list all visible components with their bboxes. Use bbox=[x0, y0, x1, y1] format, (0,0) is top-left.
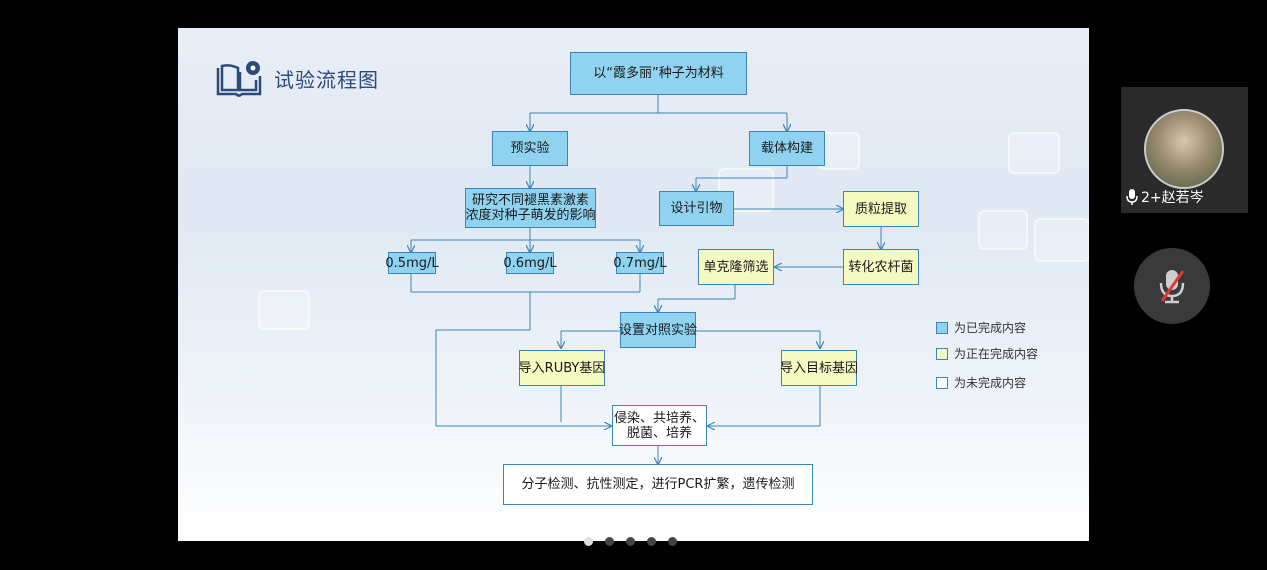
legend-item-done: 为已完成内容 bbox=[936, 319, 1026, 336]
decor-square bbox=[1008, 132, 1060, 174]
node-target-gene: 导入目标基因 bbox=[780, 350, 859, 386]
flowchart-connectors bbox=[178, 95, 1089, 541]
node-vector-construction: 载体构建 bbox=[749, 131, 825, 166]
node-clone-screening-label: 单克隆筛选 bbox=[703, 259, 769, 275]
node-ruby-gene: 导入RUBY基因 bbox=[519, 350, 605, 386]
node-infection-line-1: 侵染、共培养、 bbox=[613, 410, 705, 426]
node-study-line-2: 浓度对种子萌发的影响 bbox=[465, 208, 596, 223]
legend-swatch-todo bbox=[936, 376, 948, 389]
node-infection-line-2: 脱菌、培养 bbox=[626, 425, 692, 441]
node-conc-0-5-label: 0.5mg/L bbox=[385, 255, 439, 271]
node-design-primer: 设计引物 bbox=[659, 191, 734, 226]
node-target-gene-label: 导入目标基因 bbox=[780, 360, 859, 376]
node-pre-experiment-label: 预实验 bbox=[510, 141, 550, 156]
node-agrobacterium: 转化农杆菌 bbox=[843, 249, 919, 285]
slide-title: 试验流程图 bbox=[274, 67, 379, 92]
node-control-experiment: 设置对照实验 bbox=[619, 312, 698, 348]
pager-dot-5[interactable] bbox=[668, 537, 677, 546]
pager-dot-1[interactable] bbox=[584, 537, 593, 546]
node-conc-0-5: 0.5mg/L bbox=[385, 252, 439, 274]
node-material: 以“霞多丽”种子为材料 bbox=[570, 52, 747, 95]
legend-label-in-progress: 为正在完成内容 bbox=[954, 347, 1039, 361]
pager-dot-4[interactable] bbox=[647, 537, 656, 546]
node-conc-0-7-label: 0.7mg/L bbox=[613, 255, 667, 271]
presentation-slide: 试验流程图 bbox=[178, 28, 1089, 541]
node-material-label: 以“霞多丽”种子为材料 bbox=[593, 66, 724, 81]
node-melatonin-study: 研究不同褪黑素激素 浓度对种子萌发的影响 bbox=[465, 188, 596, 228]
node-plasmid-extraction-label: 质粒提取 bbox=[854, 201, 907, 217]
legend-swatch-in-progress bbox=[936, 347, 948, 360]
node-control-experiment-label: 设置对照实验 bbox=[619, 322, 698, 338]
legend-item-todo: 为未完成内容 bbox=[936, 374, 1026, 391]
decor-square bbox=[978, 210, 1028, 250]
node-molecular-detection-label: 分子检测、抗性测定，进行PCR扩繁，遗传检测 bbox=[521, 477, 795, 492]
node-vector-construction-label: 载体构建 bbox=[760, 141, 813, 156]
participant-video-tile[interactable]: 2+赵若岑 bbox=[1121, 87, 1248, 213]
node-infection: 侵染、共培养、 脱菌、培养 bbox=[612, 405, 707, 446]
decor-square bbox=[258, 290, 310, 330]
participant-name: 2+赵若岑 bbox=[1141, 190, 1204, 206]
node-conc-0-7: 0.7mg/L bbox=[613, 252, 667, 274]
book-icon bbox=[216, 61, 262, 97]
mic-icon bbox=[1126, 189, 1138, 205]
node-design-primer-label: 设计引物 bbox=[670, 201, 723, 216]
node-clone-screening: 单克隆筛选 bbox=[698, 249, 774, 285]
node-agrobacterium-label: 转化农杆菌 bbox=[848, 259, 914, 275]
pager-dot-3[interactable] bbox=[626, 537, 635, 546]
participant-name-tag: 2+赵若岑 bbox=[1125, 187, 1204, 207]
node-conc-0-6: 0.6mg/L bbox=[503, 252, 557, 274]
node-pre-experiment: 预实验 bbox=[492, 131, 568, 166]
node-conc-0-6-label: 0.6mg/L bbox=[503, 255, 557, 271]
legend-label-todo: 为未完成内容 bbox=[954, 376, 1027, 390]
node-ruby-gene-label: 导入RUBY基因 bbox=[518, 360, 606, 376]
legend-label-done: 为已完成内容 bbox=[954, 321, 1027, 335]
mute-toggle-button[interactable] bbox=[1134, 248, 1210, 324]
node-study-line-1: 研究不同褪黑素激素 bbox=[471, 193, 589, 208]
node-plasmid-extraction: 质粒提取 bbox=[843, 191, 919, 227]
decor-square bbox=[718, 168, 774, 212]
pager-dot-2[interactable] bbox=[605, 537, 614, 546]
slide-header: 试验流程图 bbox=[216, 58, 379, 98]
slide-pager bbox=[584, 537, 677, 546]
decor-square bbox=[1034, 218, 1089, 262]
avatar bbox=[1144, 109, 1224, 189]
legend-swatch-done bbox=[936, 321, 948, 334]
muted-mic-icon bbox=[1159, 270, 1185, 304]
node-molecular-detection: 分子检测、抗性测定，进行PCR扩繁，遗传检测 bbox=[503, 464, 813, 505]
legend-item-in-progress: 为正在完成内容 bbox=[936, 345, 1038, 362]
